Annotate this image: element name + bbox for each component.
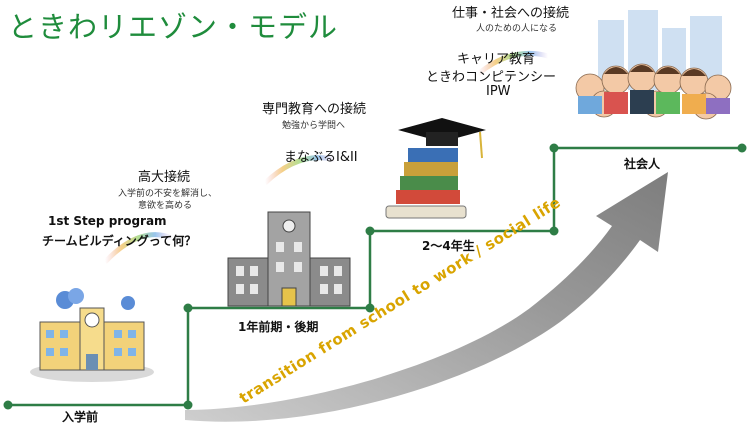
rainbow-decorations <box>103 50 549 264</box>
stage1-label: 入学前 <box>62 410 99 424</box>
stage4-label: 社会人 <box>624 157 661 171</box>
stage2-heading: 高大接続 <box>138 170 191 185</box>
stage3-sub: 勉強から学問へ <box>282 121 346 131</box>
step-line <box>8 146 742 407</box>
transition-arrow <box>185 172 668 422</box>
stage4-program-competency: ときわコンピテンシー <box>426 70 557 85</box>
stage2-sub-line2: 意欲を高める <box>138 201 193 211</box>
stage4-heading: 仕事・社会への接続 <box>452 6 570 21</box>
stage4-sub: 人のための人になる <box>476 24 558 34</box>
stage4-program-ipw: IPW <box>486 84 511 99</box>
stage2-sub-line1: 入学前の不安を解消し、 <box>118 189 218 199</box>
stage3-label: 2〜4年生 <box>422 239 475 253</box>
university-building-icon <box>227 211 351 307</box>
page-title: ときわリエゾン・モデル <box>8 10 339 44</box>
stage2-label: 1年前期・後期 <box>238 320 319 334</box>
stage3-heading: 専門教育への接続 <box>262 102 367 117</box>
stage1-program-subtitle: チームビルディングって何？ <box>42 234 197 248</box>
step-nodes <box>3 143 747 410</box>
school-building-icon <box>30 288 154 382</box>
stage1-program-title: 1st Step program <box>48 214 167 228</box>
stage3-program: まなぶるI&II <box>284 150 358 165</box>
stage4-program-career: キャリア教育 <box>457 52 536 67</box>
books-graduation-cap-icon <box>385 118 486 219</box>
workers-cityscape-icon <box>575 10 732 120</box>
